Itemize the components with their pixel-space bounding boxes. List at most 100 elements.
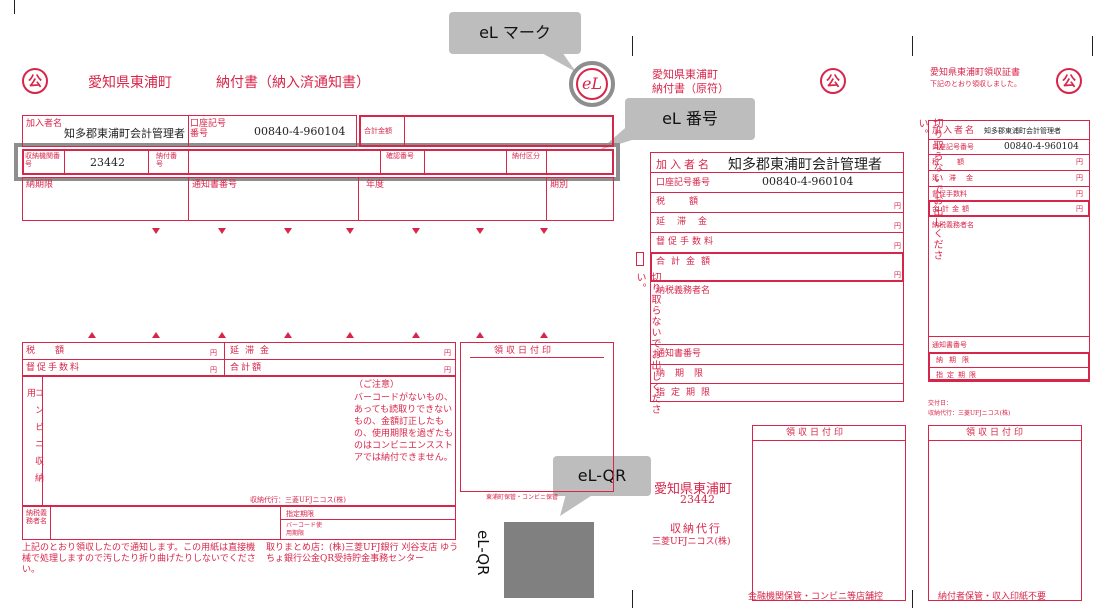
el-number-callout-label: eL 番号: [662, 109, 718, 128]
main-info-row: [22, 177, 614, 221]
main-late-unit: 円: [444, 349, 451, 357]
main-barcode-deadline: バーコード使用期限: [286, 522, 323, 537]
main-receiving-number: 23442: [90, 156, 125, 169]
el-mark-callout-label: eL マーク: [479, 23, 551, 42]
main-confirm-label: 確認番号: [386, 152, 414, 160]
main-total2-label: 合計額: [230, 363, 264, 373]
align-mark-icon: [218, 228, 226, 234]
el-mark-callout: eL マーク: [449, 12, 581, 54]
mid-taxpayer-label: 納税義務者名: [656, 286, 711, 296]
main-subscriber-name: 知多郡東浦町会計管理者: [64, 127, 185, 140]
right-issue-date-label: 交付日：: [928, 400, 953, 407]
right-subtitle: 下記のとおり領収しました。: [930, 80, 1021, 88]
main-designated-label: 指定期限: [286, 510, 314, 518]
mid-seal-icon: 公: [820, 68, 846, 94]
right-agent-small: 収納代行：三菱UFJニコス(株): [928, 410, 1011, 417]
el-logo-highlight: [569, 61, 615, 107]
mid-town: 愛知県東浦町: [652, 68, 718, 81]
main-receipt-date-label: 領収日付印: [494, 346, 555, 356]
mid-deadline-label: 納期限: [656, 369, 714, 379]
main-fee-unit: 円: [210, 366, 217, 374]
main-receipt-date-box: [460, 342, 614, 492]
align-mark-icon: [412, 332, 420, 338]
align-mark-icon: [540, 228, 548, 234]
main-total2-unit: 円: [444, 366, 451, 374]
mid-tax-label: 税額: [656, 197, 723, 207]
right-subscriber-label: 加入者名: [932, 126, 977, 136]
el-number-callout: eL 番号: [625, 98, 755, 140]
right-total-box: [928, 200, 1090, 217]
el-qr-vertical-label: eL-QR: [474, 530, 492, 576]
mid-title: 納付書（原符）: [652, 82, 729, 95]
right-designated-label: 指定期限: [936, 371, 980, 379]
mid-town2: 愛知県東浦町: [654, 482, 733, 497]
right-receipt-date-label: 領収日付印: [966, 428, 1027, 438]
main-notice-title: （ご注意）: [354, 380, 400, 390]
main-payment-class-label: 納付区分: [512, 152, 540, 160]
mid-number2: 23442: [680, 493, 715, 506]
mid-subscriber-name: 知多郡東浦町会計管理者: [728, 157, 882, 173]
main-account-label: 口座記号番号: [190, 119, 227, 139]
right-late-unit: 円: [1076, 174, 1083, 182]
main-seal-icon: 公: [22, 68, 48, 94]
right-table: [928, 120, 1090, 380]
main-title: 納付書（納入済通知書）: [216, 75, 370, 91]
mid-cut-text: 切り取らないでお出しください。: [634, 272, 660, 415]
mid-receipt-date-box: [752, 425, 906, 601]
mid-account-number: 00840-4-960104: [762, 175, 854, 188]
main-town: 愛知県東浦町: [88, 75, 172, 91]
right-receipt-date-box: [928, 425, 1082, 601]
main-conv-box: [22, 376, 456, 506]
main-taxpayer-label: 納税義務者名: [26, 509, 47, 525]
el-logo-icon: eL: [576, 68, 608, 100]
main-el-row: [22, 149, 614, 175]
right-deadline-label: 納期限: [936, 356, 975, 364]
main-payment-number-label: 納付番号: [156, 152, 177, 168]
mid-cut-checkbox: [636, 252, 644, 266]
main-year-label: 年度: [366, 180, 385, 190]
right-tax-label: 税額: [932, 158, 982, 166]
mid-agent-name: 三菱UFJニコス(株): [652, 537, 731, 547]
main-late-label: 延滞金: [230, 346, 276, 356]
mid-subscriber-label: 加入者名: [656, 158, 712, 171]
main-footer-left: 上記のとおり領収したので通知します。この用紙は直接機械で処理しますので汚したり折…: [22, 543, 256, 575]
mid-total-unit: 円: [894, 271, 901, 279]
align-mark-icon: [218, 332, 226, 338]
el-qr-callout: eL-QR: [553, 456, 651, 496]
el-mark-callout-pointer: [540, 52, 576, 72]
align-mark-icon: [346, 332, 354, 338]
main-receiving-label: 収納機関番号: [25, 152, 60, 168]
right-total-label: 合計金額: [932, 205, 972, 213]
right-notice-label: 通知書番号: [932, 341, 967, 349]
align-mark-icon: [476, 332, 484, 338]
align-mark-icon: [412, 228, 420, 234]
main-total-box: [359, 115, 614, 147]
main-subscriber-label: 加入者名: [26, 119, 63, 129]
right-fee-label: 督促手数料: [932, 190, 967, 198]
mid-account-label: 口座記号番号: [656, 178, 711, 188]
align-mark-icon: [152, 228, 160, 234]
right-subscriber-name: 知多郡東浦町会計管理者: [984, 127, 1061, 135]
align-mark-icon: [346, 228, 354, 234]
main-fee-label: 督促手数料: [26, 363, 82, 373]
mid-late-unit: 円: [894, 222, 901, 230]
right-taxpayer-label: 納税義務者名: [932, 221, 974, 229]
right-footer: 納付者保管・収入印紙不要: [938, 592, 1047, 602]
mid-footer: 金融機関保管・コンビニ等店舗控: [748, 592, 884, 602]
main-account-number: 00840-4-960104: [254, 125, 346, 138]
main-total-label: 合計金額: [364, 127, 392, 135]
align-mark-icon: [152, 332, 160, 338]
right-title: 愛知県東浦町領収証書: [930, 68, 1021, 78]
main-keeper-small: 東浦町保管・コンビニ保管: [486, 494, 559, 501]
main-notice-label: 通知書番号: [192, 180, 238, 190]
align-mark-icon: [88, 332, 96, 338]
right-tax-unit: 円: [1076, 158, 1083, 166]
main-tax-label: 税額: [26, 346, 85, 356]
el-qr-callout-pointer: [560, 494, 594, 516]
mid-total-label: 合計金額: [656, 257, 717, 267]
align-mark-icon: [284, 228, 292, 234]
mid-fee-unit: 円: [894, 242, 901, 250]
mid-receipt-date-label: 領収日付印: [786, 428, 847, 438]
mid-fee-label: 督促手数料: [656, 237, 717, 247]
right-seal-icon: 公: [1056, 68, 1082, 94]
